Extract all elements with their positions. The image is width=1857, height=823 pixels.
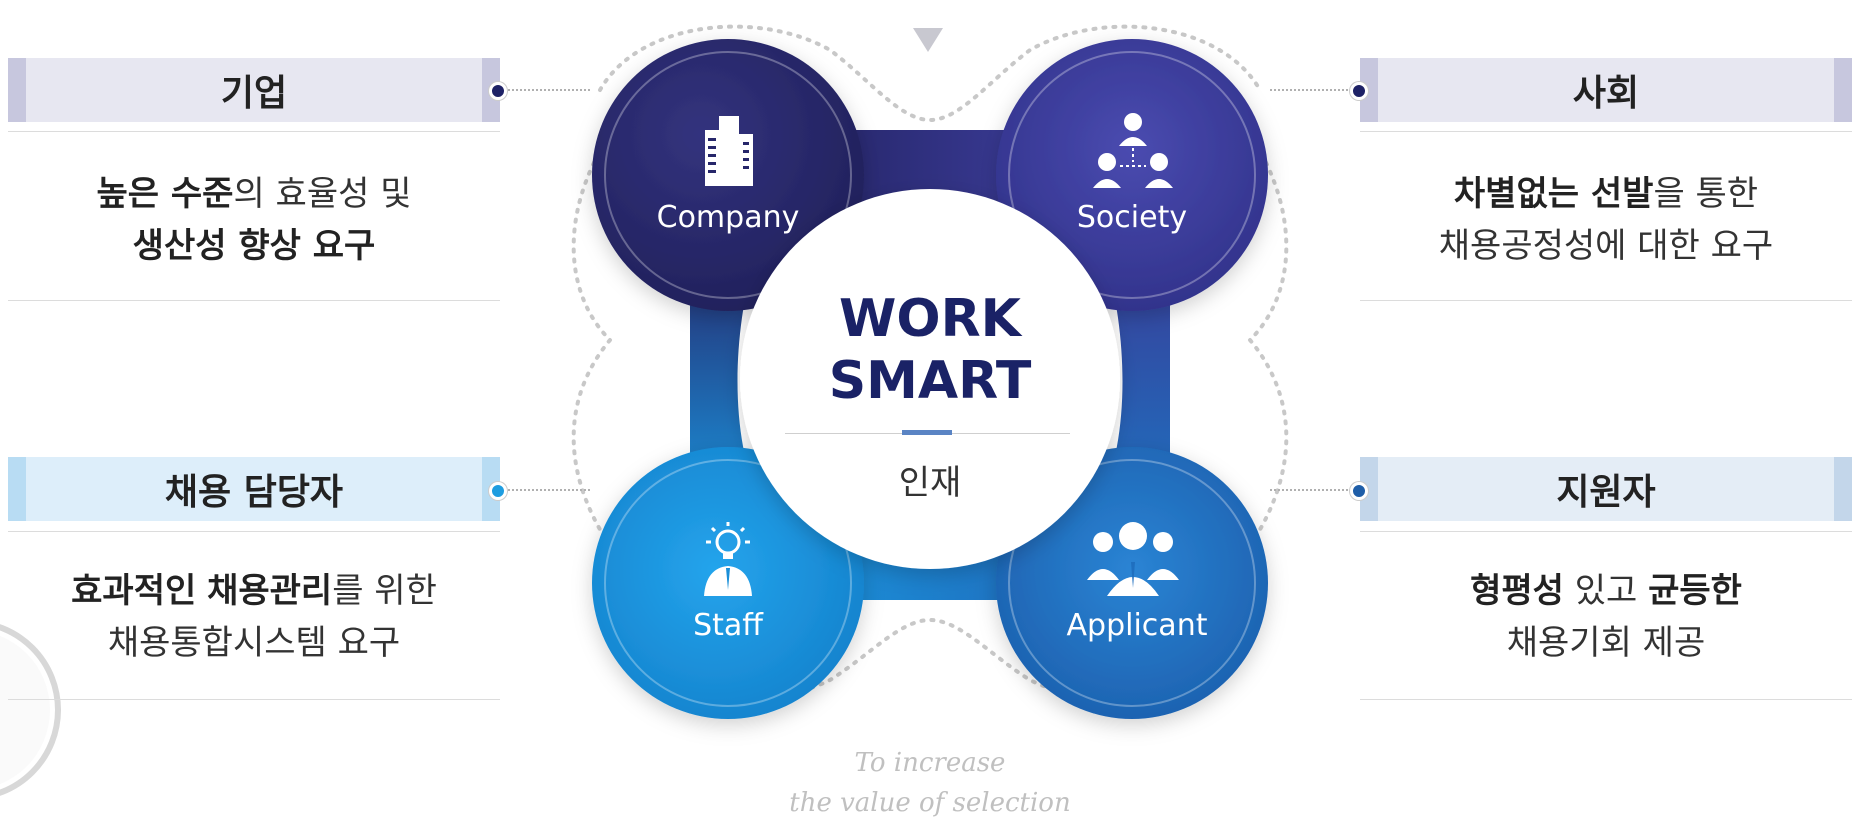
divider [1360,699,1852,700]
tagline-line2: the value of selection [789,788,1071,818]
center-subtitle: 인재 [898,463,962,503]
company-desc-bold: 높은 수준 [96,174,234,214]
center-title-line1: WORK [839,289,1021,349]
applicant-circle-label: Applicant [1066,608,1208,643]
center-accent-bar [902,430,952,435]
center-title-line2: SMART [828,351,1032,411]
company-panel-description: 높은 수준의 효율성 및 생산성 향상 요구 [8,168,500,272]
society-connector [1270,89,1360,91]
staff-desc-bold-a: 효과적인 [71,571,197,611]
society-circle-label: Society [1076,200,1188,235]
staff-panel-header-text: 채용 담당자 [164,472,344,513]
company-connector-dot [489,82,507,100]
applicant-panel-description: 형평성 있고 균등한 채용기회 제공 [1360,565,1852,669]
center-title: WORK SMART [780,288,1080,412]
society-panel-header: 사회 [1360,58,1852,122]
society-panel-header-text: 사회 [1572,73,1640,114]
applicant-desc-bold-a: 형평성 [1470,571,1564,611]
applicant-panel-header-text: 지원자 [1556,472,1656,513]
applicant-desc-line2: 채용기회 제공 [1506,623,1706,663]
company-desc-line2: 생산성 향상 요구 [132,226,376,266]
staff-desc-line2: 채용통합시스템 요구 [107,623,401,663]
divider [8,699,500,700]
divider [8,131,500,132]
tagline-line1: To increase [854,748,1006,778]
applicant-connector [1270,489,1360,491]
divider [8,531,500,532]
divider [1360,131,1852,132]
company-desc-rest: 의 효율성 및 [233,174,412,214]
society-desc-bold: 차별없는 선발 [1453,174,1654,214]
staff-circle-label: Staff [693,608,763,643]
building-icon [705,116,753,186]
idea-person-icon [704,522,752,596]
staff-connector-dot [489,482,507,500]
applicant-desc-bold-b: 균등한 [1648,571,1742,611]
applicant-desc-mid: 있고 [1563,571,1649,611]
network-people-icon [1093,113,1173,188]
company-connector [500,89,590,91]
staff-panel-description: 효과적인 채용관리를 위한 채용통합시스템 요구 [8,565,500,669]
society-desc-rest: 을 통한 [1653,174,1759,214]
society-panel-description: 차별없는 선발을 통한 채용공정성에 대한 요구 [1360,168,1852,272]
applicant-panel-header: 지원자 [1360,457,1852,521]
divider [1360,531,1852,532]
staff-panel-header: 채용 담당자 [8,457,500,521]
divider [8,300,500,301]
staff-connector [500,489,590,491]
group-people-icon [1087,522,1179,596]
society-connector-dot [1350,82,1368,100]
divider [1360,300,1852,301]
staff-desc-bold-b: 채용관리 [207,571,333,611]
company-panel-header-text: 기업 [220,73,288,114]
company-panel-header: 기업 [8,58,500,122]
tagline: To increase the value of selection [730,743,1130,823]
company-circle-label: Company [656,200,800,235]
society-desc-line2: 채용공정성에 대한 요구 [1438,226,1774,266]
staff-desc-rest: 를 위한 [332,571,437,611]
down-arrow-icon [913,28,943,52]
applicant-connector-dot [1350,482,1368,500]
